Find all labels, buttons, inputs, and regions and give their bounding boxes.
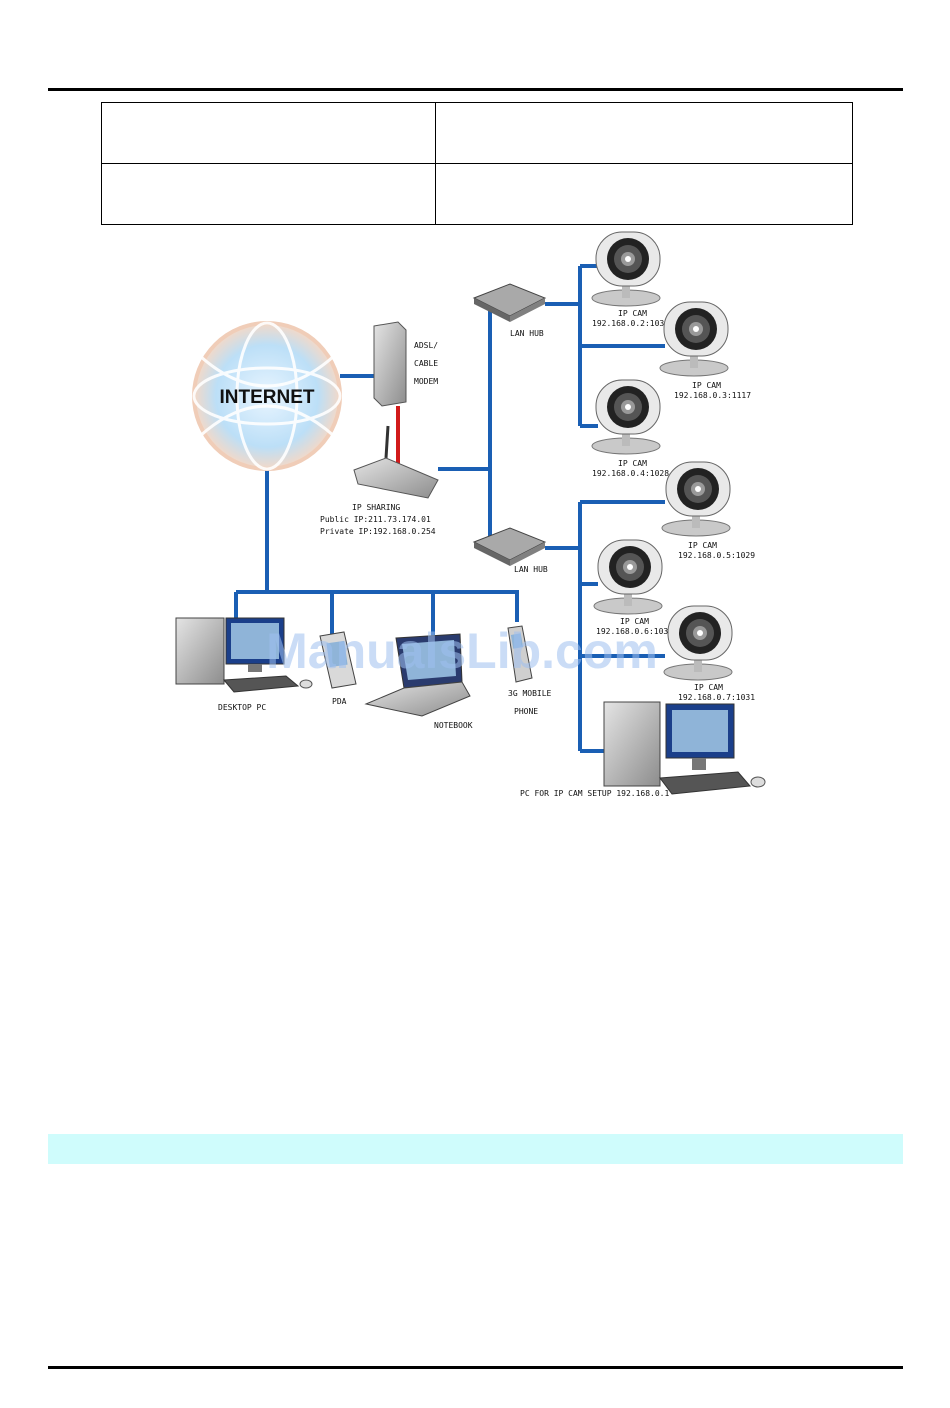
ip-cam-2-label: IP CAM bbox=[692, 381, 721, 390]
lan-hub-bottom-label: LAN HUB bbox=[514, 565, 548, 574]
ip-cam-5-icon bbox=[593, 539, 663, 615]
lan-hub-top-icon bbox=[472, 283, 547, 322]
mobile-phone-icon bbox=[507, 625, 533, 683]
modem-icon bbox=[373, 321, 407, 407]
router-label-2: Public IP:211.73.174.01 bbox=[320, 515, 431, 524]
internet-globe-icon: INTERNET bbox=[192, 321, 342, 471]
lan-hub-bottom-icon bbox=[472, 527, 547, 566]
phone-label-2: PHONE bbox=[514, 707, 538, 716]
table-cell bbox=[101, 102, 436, 164]
pda-icon bbox=[319, 631, 357, 689]
ip-cam-6-label: IP CAM bbox=[694, 683, 723, 692]
lan-hub-top-label: LAN HUB bbox=[510, 329, 544, 338]
table-cell bbox=[435, 163, 853, 225]
ip-cam-1-ip: 192.168.0.2:1036 bbox=[592, 319, 669, 328]
desktop-pc-label: DESKTOP PC bbox=[218, 703, 266, 712]
router-label-3: Private IP:192.168.0.254 bbox=[320, 527, 436, 536]
internet-label: INTERNET bbox=[220, 387, 315, 408]
ip-cam-6-ip: 192.168.0.7:1031 bbox=[678, 693, 755, 702]
modem-label-2: CABLE bbox=[414, 359, 438, 368]
ip-cam-3-label: IP CAM bbox=[618, 459, 647, 468]
link-lines bbox=[234, 264, 665, 753]
ip-cam-5-ip: 192.168.0.6:1030 bbox=[596, 627, 673, 636]
table-cell bbox=[435, 102, 853, 164]
header-rule bbox=[48, 88, 903, 91]
ip-cam-5-label: IP CAM bbox=[620, 617, 649, 626]
network-diagram: INTERNET ADSL/ CABLE MODEM IP SHARING Pu… bbox=[175, 231, 766, 798]
table-row bbox=[101, 163, 853, 225]
notebook-icon bbox=[364, 633, 471, 717]
table-row bbox=[101, 102, 853, 164]
notebook-label: NOTEBOOK bbox=[434, 721, 473, 730]
ip-cam-3-icon bbox=[591, 379, 661, 455]
ip-cam-1-icon bbox=[591, 231, 661, 307]
setup-pc-icon bbox=[603, 701, 766, 795]
watermark-text: ManualsLib.com bbox=[266, 623, 658, 679]
ip-cam-2-icon bbox=[659, 301, 729, 377]
ip-cam-6-icon bbox=[663, 605, 733, 681]
setup-pc-label: PC FOR IP CAM SETUP 192.168.0.1 bbox=[520, 789, 669, 798]
phone-label-1: 3G MOBILE bbox=[508, 689, 552, 698]
ip-cam-4-icon bbox=[661, 461, 731, 537]
ip-cam-1-label: IP CAM bbox=[618, 309, 647, 318]
ip-cam-2-ip: 192.168.0.3:1117 bbox=[674, 391, 751, 400]
modem-label-3: MODEM bbox=[414, 377, 438, 386]
section-band bbox=[48, 1134, 903, 1164]
modem-label-1: ADSL/ bbox=[414, 341, 438, 350]
footer-rule bbox=[48, 1366, 903, 1369]
ip-cam-4-ip: 192.168.0.5:1029 bbox=[678, 551, 755, 560]
ip-cam-3-ip: 192.168.0.4:1028 bbox=[592, 469, 669, 478]
ip-cam-4-label: IP CAM bbox=[688, 541, 717, 550]
table-cell bbox=[101, 163, 436, 225]
router-label-1: IP SHARING bbox=[352, 503, 400, 512]
desktop-pc-icon bbox=[175, 617, 313, 693]
spec-table bbox=[101, 102, 853, 225]
pda-label: PDA bbox=[332, 697, 347, 706]
router-icon bbox=[353, 425, 439, 499]
